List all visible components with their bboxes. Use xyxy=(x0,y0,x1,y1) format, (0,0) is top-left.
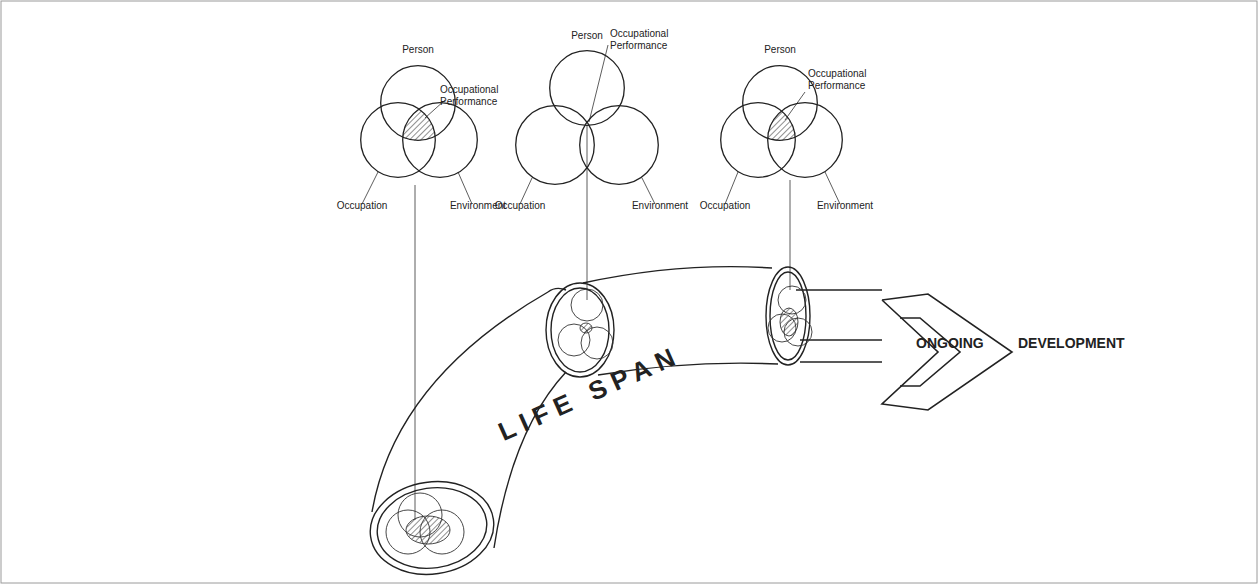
circle-label: Environment xyxy=(817,200,873,212)
circle-outline xyxy=(549,50,625,126)
circle-label: Occupation xyxy=(337,200,388,212)
circle-outline xyxy=(579,105,659,185)
circle-label: Occupation xyxy=(495,200,546,212)
occupation-circle: Occupation xyxy=(515,105,595,185)
life-span-tube xyxy=(364,267,882,583)
performance-overlap xyxy=(340,40,860,200)
person-circle: Person xyxy=(549,50,625,126)
circle-label: Person xyxy=(571,30,603,42)
environment-circle: Environment xyxy=(579,105,659,185)
circle-outline xyxy=(720,102,796,178)
arrow-label: DEVELOPMENT xyxy=(1018,335,1158,352)
occupation-circle: Occupation xyxy=(720,102,796,178)
circle-outline xyxy=(360,102,436,178)
callout-label: Occupational Performance xyxy=(808,68,882,92)
circle-outline xyxy=(767,102,843,178)
occupation-circle: Occupation xyxy=(360,102,436,178)
circle-label: Occupation xyxy=(700,200,751,212)
environment-circle: Environment xyxy=(402,102,478,178)
development-arrow xyxy=(882,294,1012,410)
circle-label: Environment xyxy=(632,200,688,212)
arrow-label: ONGOING xyxy=(916,335,1006,352)
axis-label: LIFE SPAN xyxy=(494,330,708,448)
leader-lines xyxy=(362,45,840,520)
callout-label: Occupational Performance xyxy=(610,28,684,52)
circle-outline xyxy=(515,105,595,185)
callout-label: Occupational Performance xyxy=(440,84,514,108)
circle-outline xyxy=(402,102,478,178)
cross-section-venn xyxy=(386,286,812,554)
circle-label: Person xyxy=(764,44,796,56)
circle-label: Person xyxy=(402,44,434,56)
environment-circle: Environment xyxy=(767,102,843,178)
